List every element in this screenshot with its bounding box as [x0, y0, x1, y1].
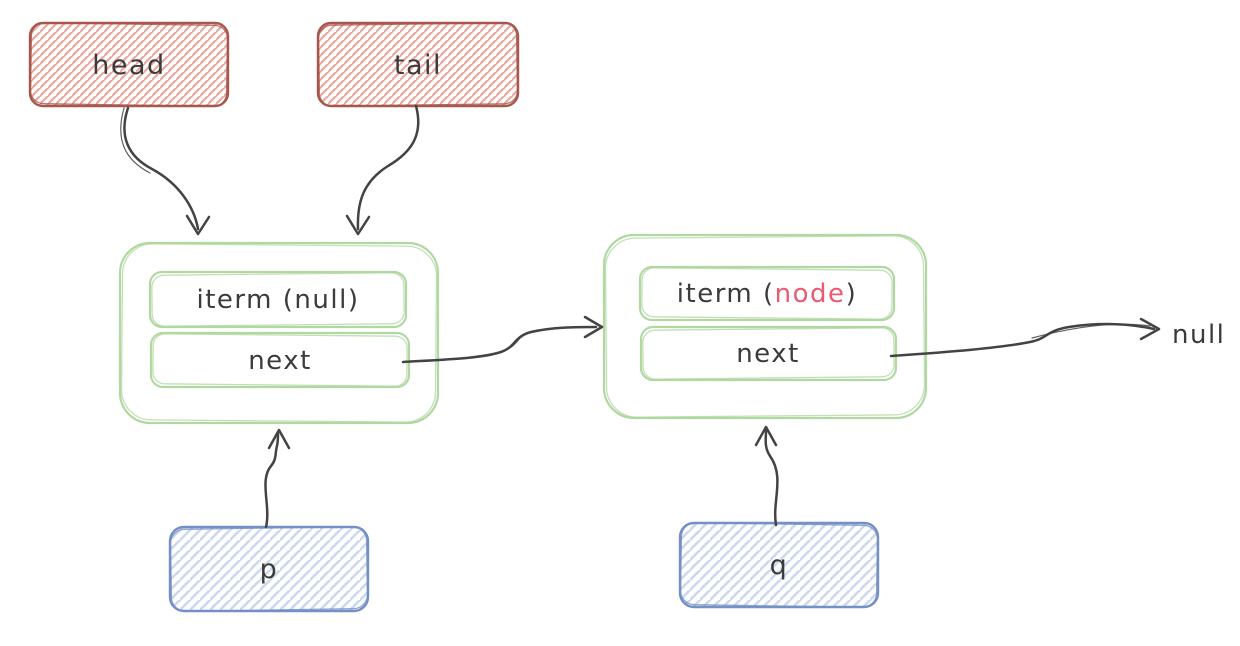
arrow-head-to-node1-line [123, 106, 200, 231]
node1-next-cell [149, 331, 411, 389]
node1-item-value: null [294, 285, 347, 315]
node2-next-cell-sketch [642, 327, 895, 380]
arrow-p-to-node1 [264, 428, 291, 529]
arrow-head-to-node1 [120, 106, 211, 236]
tail-box-outline-sketch [317, 22, 519, 107]
tail-box-outline [316, 21, 520, 108]
arrow-node2-next-to-null [889, 317, 1161, 358]
arrow-node1-to-node2-line [401, 325, 598, 364]
node1-item-prefix: iterm ( [197, 285, 295, 315]
node2-item-value: node [775, 279, 846, 309]
arrow-head-to-node1-sketch [120, 107, 151, 174]
q-box-outline-sketch [679, 522, 879, 608]
arrowhead-right-icon [1139, 317, 1161, 341]
node1-outline-sketch [120, 243, 438, 423]
q-box-fill [680, 523, 878, 607]
arrowhead-right-icon [583, 315, 604, 339]
node2-outline-sketch [604, 235, 926, 418]
node1-item-cell-sketch [151, 272, 405, 327]
node2-item-prefix: iterm ( [677, 279, 775, 309]
arrow-tail-to-node1-line [356, 104, 420, 231]
tail-label: tail [394, 50, 442, 81]
pointer-box-head: head [28, 21, 230, 108]
node2-next-label: next [736, 339, 800, 369]
arrow-node2-to-null-line [889, 322, 1156, 358]
node1-item-cell [148, 270, 408, 329]
head-box-outline-sketch [29, 22, 229, 107]
arrow-tail-to-node1 [345, 104, 420, 236]
arrow-p-to-node1-line [264, 432, 280, 529]
arrow-q-to-node2-line [764, 429, 779, 527]
head-box-outline [28, 21, 230, 108]
p-box-fill [170, 527, 368, 611]
p-box-outline-sketch [169, 526, 369, 612]
node2-item-suffix: ) [846, 279, 858, 309]
node2-item-label: iterm (node) [677, 279, 857, 309]
arrow-node2-to-null-sketch [1031, 323, 1151, 339]
node1-item-suffix: ) [348, 285, 360, 315]
arrow-node1-to-node2-sketch [507, 330, 535, 350]
arrowhead-down-icon [185, 214, 211, 236]
head-label: head [92, 50, 165, 81]
list-node-1: iterm (null) next [118, 241, 440, 425]
arrow-q-to-node2 [754, 425, 779, 527]
arrowhead-down-icon [345, 214, 371, 236]
tail-box-fill [318, 23, 518, 106]
null-terminator-label: null [1172, 320, 1225, 350]
node1-outline [118, 241, 440, 425]
node1-next-label: next [248, 346, 312, 376]
pointer-box-tail: tail [316, 21, 520, 108]
node2-outline [602, 233, 928, 420]
p-label: p [260, 554, 279, 585]
arrow-node1-next-to-node2 [401, 315, 604, 364]
head-box-fill [30, 23, 228, 106]
q-box-outline [678, 521, 880, 609]
arrowhead-up-icon [754, 425, 778, 447]
p-box-outline [168, 525, 370, 613]
pointer-box-q: q [678, 521, 880, 609]
q-label: q [770, 550, 789, 581]
node2-item-cell [638, 265, 896, 322]
node2-item-cell-sketch [641, 267, 893, 320]
node1-item-label: iterm (null) [197, 285, 360, 315]
arrowhead-up-icon [267, 428, 291, 450]
pointer-box-p: p [168, 525, 370, 613]
node2-next-cell [639, 325, 898, 382]
list-node-2: iterm (node) next [602, 233, 928, 420]
